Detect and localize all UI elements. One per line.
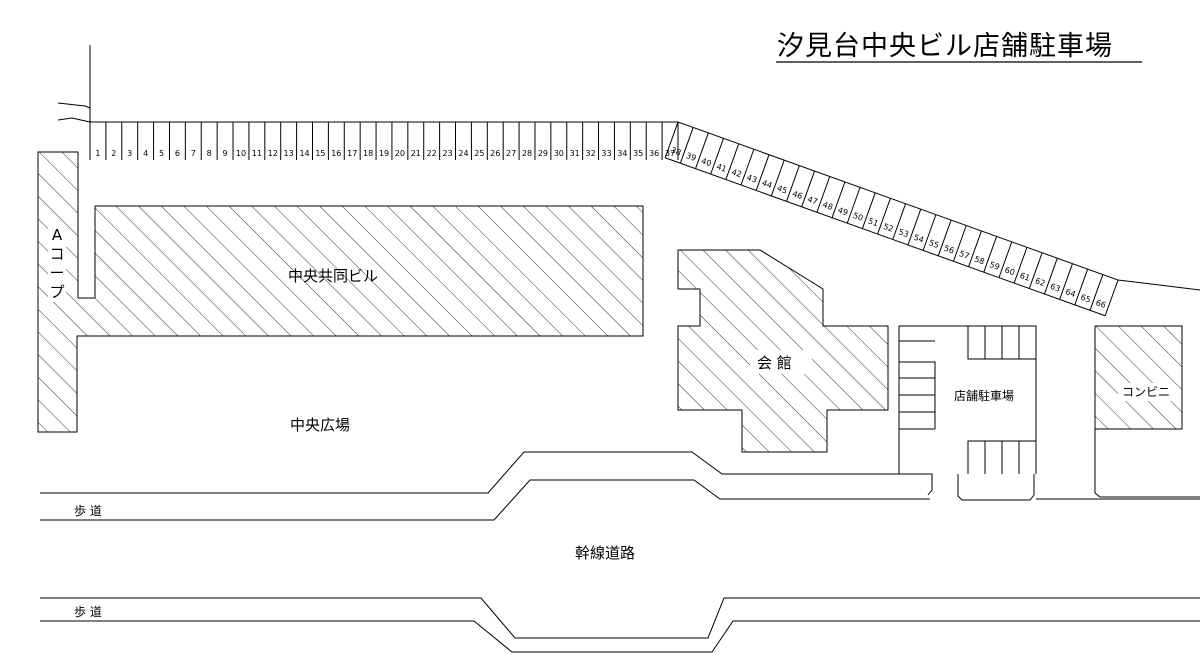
parking-space-number: 51 xyxy=(867,216,880,228)
parking-space-number: 24 xyxy=(458,149,468,158)
parking-space-number: 38 xyxy=(670,146,683,158)
parking-space-number: 3 xyxy=(127,149,132,158)
parking-space-number: 17 xyxy=(347,149,357,158)
central-building-label: 中央共同ビル xyxy=(288,267,378,285)
parking-space-number: 6 xyxy=(175,149,180,158)
parking-space-number: 48 xyxy=(821,200,834,212)
central-plaza-label: 中央広場 xyxy=(290,416,350,434)
parking-space-number: 34 xyxy=(617,149,627,158)
sidewalk-upper-label: 歩 道 xyxy=(74,503,102,518)
parking-space-number: 41 xyxy=(715,162,728,174)
parking-space-number: 27 xyxy=(506,149,516,158)
parking-space-number: 43 xyxy=(746,173,759,185)
parking-space-number: 63 xyxy=(1049,282,1062,294)
parking-space-number: 14 xyxy=(299,149,309,158)
parking-space-number: 42 xyxy=(730,167,743,179)
parking-space-number: 30 xyxy=(554,149,564,158)
sidewalk-lower-label: 歩 道 xyxy=(74,604,102,619)
parking-space-number: 25 xyxy=(474,149,484,158)
hall-label: 会 館 xyxy=(757,354,792,372)
a-coop-building xyxy=(37,151,644,433)
parking-space-number: 8 xyxy=(207,149,212,158)
convenience-store xyxy=(1094,325,1183,474)
parking-space-number: 36 xyxy=(649,149,659,158)
parking-space-number: 58 xyxy=(973,255,986,267)
parking-space-number: 45 xyxy=(776,184,789,196)
parking-space-number: 10 xyxy=(236,149,246,158)
parking-space-number: 33 xyxy=(601,149,611,158)
hall-building xyxy=(677,249,889,453)
store-parking-lot xyxy=(898,325,1037,474)
parking-space-number: 40 xyxy=(700,156,713,168)
parking-space-number: 29 xyxy=(538,149,548,158)
parking-space-number: 13 xyxy=(284,149,294,158)
parking-space-number: 9 xyxy=(223,149,228,158)
parking-space-number: 31 xyxy=(570,149,580,158)
parking-space-number: 59 xyxy=(988,260,1001,272)
parking-space-number: 60 xyxy=(1003,265,1016,277)
parking-space-number: 64 xyxy=(1064,287,1077,299)
parking-space-number: 18 xyxy=(363,149,373,158)
parking-space-number: 22 xyxy=(427,149,437,158)
parking-space-number: 32 xyxy=(586,149,596,158)
parking-space-number: 53 xyxy=(897,227,910,239)
parking-space-number: 35 xyxy=(633,149,643,158)
store-parking-label: 店舗駐車場 xyxy=(954,388,1014,403)
parking-space-number: 26 xyxy=(490,149,500,158)
parking-space-number: 16 xyxy=(331,149,341,158)
parking-space-number: 47 xyxy=(806,195,819,207)
parking-space-number: 23 xyxy=(442,149,452,158)
parking-space-number: 28 xyxy=(522,149,532,158)
parking-space-number: 37 xyxy=(665,149,675,158)
road-lines xyxy=(40,451,1200,653)
parking-space-number: 57 xyxy=(958,249,971,261)
parking-space-number: 65 xyxy=(1079,293,1092,305)
parking-space-number: 4 xyxy=(143,149,148,158)
parking-space-number: 61 xyxy=(1019,271,1032,283)
parking-space-number: 55 xyxy=(928,238,941,250)
parking-space-number: 46 xyxy=(791,189,804,201)
parking-space-number: 39 xyxy=(685,151,698,163)
parking-space-number: 66 xyxy=(1094,298,1107,310)
parking-space-number: 62 xyxy=(1034,276,1047,288)
parking-space-number: 11 xyxy=(252,149,262,158)
map-title: 汐見台中央ビル店舗駐車場 xyxy=(777,31,1113,62)
boundary-lines xyxy=(57,45,91,123)
parking-space-number: 21 xyxy=(411,149,421,158)
parking-space-number: 1 xyxy=(95,149,100,158)
parking-space-number: 12 xyxy=(268,149,278,158)
parking-space-number: 44 xyxy=(761,178,774,190)
parking-space-number: 15 xyxy=(315,149,325,158)
parking-space-number: 19 xyxy=(379,149,389,158)
parking-space-number: 52 xyxy=(882,222,895,234)
parking-space-number: 5 xyxy=(159,149,164,158)
parking-space-number: 56 xyxy=(943,244,956,256)
parking-space-number: 54 xyxy=(912,233,925,245)
parking-space-number: 20 xyxy=(395,149,405,158)
parking-space-number: 49 xyxy=(837,206,850,218)
main-road-label: 幹線道路 xyxy=(575,544,635,562)
parking-space-number: 50 xyxy=(852,211,865,223)
parking-space-number: 2 xyxy=(111,149,116,158)
parking-space-number: 7 xyxy=(191,149,196,158)
convenience-store-label: コンビニ xyxy=(1122,385,1170,399)
